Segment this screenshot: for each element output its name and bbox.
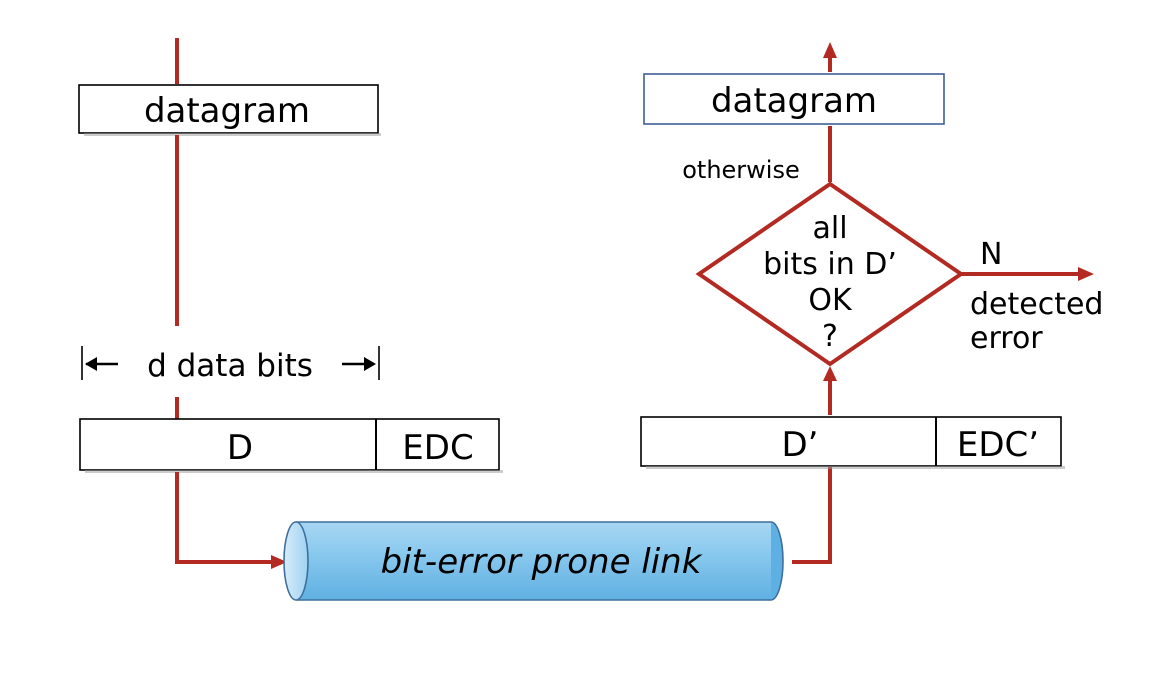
decision-line-3: OK xyxy=(808,283,853,318)
detected-error-line-1: detected xyxy=(970,287,1103,322)
width-label: d data bits xyxy=(147,348,313,384)
triangle-arrowhead-icon xyxy=(823,42,837,58)
link-to-receiver-line xyxy=(792,467,832,564)
link-cylinder-cap xyxy=(283,521,309,601)
sender-data-field-label: D xyxy=(227,428,253,468)
decision-line-1: all xyxy=(812,211,847,246)
otherwise-label: otherwise xyxy=(682,156,800,184)
decision-diamond: all bits in D’ OK ? xyxy=(695,181,965,367)
receiver-edc-field-label: EDC’ xyxy=(957,425,1039,465)
sender-datagram-label: datagram xyxy=(144,91,310,131)
link-label: bit-error prone link xyxy=(381,542,703,582)
sender-edc-field-label: EDC xyxy=(402,428,473,468)
decision-line-2: bits in D’ xyxy=(763,247,897,282)
sender-frame: D EDC xyxy=(79,418,503,473)
triangle-arrowhead-icon xyxy=(1078,267,1094,281)
sender-datagram-box: datagram xyxy=(78,84,381,136)
receiver-datagram-label: datagram xyxy=(711,81,877,121)
detected-error-line-2: error xyxy=(970,321,1043,356)
double-arrow-icon xyxy=(85,357,376,371)
data-width-indicator: d data bits xyxy=(81,346,380,384)
sender-to-link-line xyxy=(175,472,275,564)
receiver-data-field-label: D’ xyxy=(782,425,819,465)
no-branch-label: N xyxy=(980,237,1002,272)
receiver-frame: D’ EDC’ xyxy=(640,416,1065,469)
link-cylinder: bit-error prone link xyxy=(283,521,784,601)
triangle-arrowhead-icon xyxy=(271,555,287,569)
decision-line-4: ? xyxy=(822,319,838,354)
receiver-datagram-box: datagram xyxy=(643,73,945,125)
triangle-arrowhead-icon xyxy=(823,366,837,381)
